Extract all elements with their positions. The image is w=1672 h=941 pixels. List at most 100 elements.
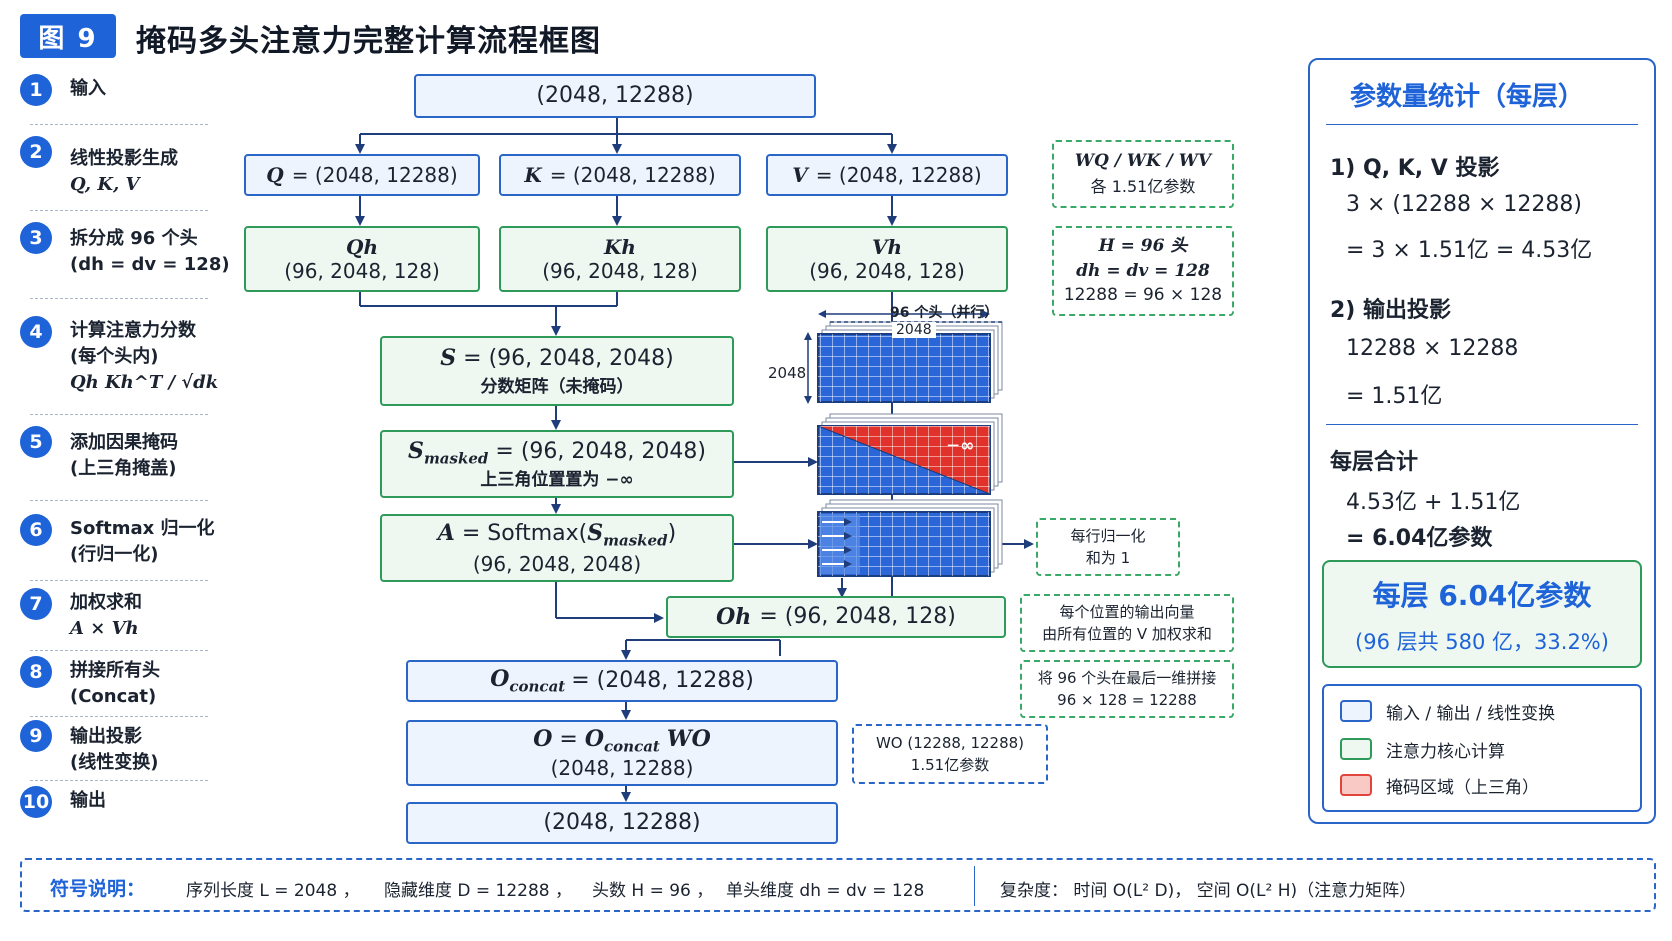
input-box: (2048, 12288) <box>414 74 816 118</box>
weighted-sum-line2: 由所有位置的 V 加权求和 <box>1042 625 1212 643</box>
per-layer-total-formula: 4.53亿 + 1.51亿 <box>1346 490 1521 515</box>
step-2-line2: Q, K, V <box>70 174 140 195</box>
complexity-note: 复杂度： 时间 O(L² D)， 空间 O(L² H)（注意力矩阵） <box>1000 881 1417 901</box>
vh-box: Vh (96, 2048, 128) <box>766 226 1008 292</box>
s-symbol: S <box>440 345 457 372</box>
a-symbol: A <box>437 520 455 547</box>
step-divider <box>30 716 208 717</box>
step-5-label: 添加因果掩码 (上三角掩盖) <box>70 430 178 482</box>
matrix-cols-label: 2048 <box>892 322 936 338</box>
qkv-weights-line2: 各 1.51亿参数 <box>1090 176 1196 196</box>
step-7-label: 加权求和 A × Vh <box>70 590 142 642</box>
step-divider <box>30 500 208 501</box>
figure-title: 掩码多头注意力完整计算流程框图 <box>136 24 601 59</box>
legend-label-io: 输入 / 输出 / 线性变换 <box>1386 704 1556 724</box>
concat-line1: 将 96 个头在最后一维拼接 <box>1037 668 1217 687</box>
step-2-label: 线性投影生成 Q, K, V <box>70 146 178 198</box>
a-close: ) <box>667 521 677 547</box>
smasked-description: 上三角位置置为 −∞ <box>480 469 634 490</box>
legend <box>1322 684 1642 812</box>
v-shape: = (2048, 12288) <box>815 163 982 187</box>
step-9-line1: 输出投影 <box>70 726 142 747</box>
heads-config-note: H = 96 头 dh = dv = 128 12288 = 96 × 128 <box>1052 226 1234 316</box>
smasked-subscript: masked <box>423 449 489 468</box>
output-shape: (2048, 12288) <box>543 809 701 835</box>
step-1-label: 输入 <box>70 78 106 99</box>
heads-config-line2: dh = dv = 128 <box>1076 260 1210 281</box>
s-description: 分数矩阵（未掩码） <box>480 376 634 397</box>
step-divider <box>30 210 208 211</box>
score-matrix-box: S = (96, 2048, 2048) 分数矩阵（未掩码） <box>380 336 734 406</box>
heads-config-line3: 12288 = 96 × 128 <box>1063 285 1223 306</box>
oh-symbol: Oh <box>716 603 752 630</box>
vh-symbol: Vh <box>871 235 903 259</box>
notation-seq-length: 序列长度 L = 2048 ， <box>186 881 360 901</box>
step-6-line2: (行归一化) <box>70 544 159 565</box>
step-7-line2: A × Vh <box>70 618 139 639</box>
parameter-stats-title: 参数量统计（每层） <box>1350 82 1585 112</box>
q-box: Q = (2048, 12288) <box>244 154 480 196</box>
notation-bar <box>20 858 1656 912</box>
input-shape: (2048, 12288) <box>536 82 694 108</box>
oconcat-symbol: O <box>490 666 510 693</box>
q-symbol: Q <box>266 163 284 187</box>
step-3-number: 3 <box>20 222 52 254</box>
step-divider <box>30 650 208 651</box>
notation-head-dim: 单头维度 dh = dv = 128 <box>726 881 925 901</box>
smasked-shape: = (96, 2048, 2048) <box>495 439 706 465</box>
qkv-projection-title: 1) Q, K, V 投影 <box>1330 156 1500 181</box>
row-normalize-line2: 和为 1 <box>1085 549 1131 567</box>
legend-swatch-blue <box>1340 700 1372 722</box>
step-2-number: 2 <box>20 136 52 168</box>
concat-line2: 96 × 128 = 12288 <box>1057 691 1197 709</box>
total-highlight-box <box>1322 560 1642 668</box>
wo-weights-line1: WO (12288, 12288) <box>875 733 1025 752</box>
oconcat-subscript: concat <box>509 677 566 696</box>
step-6-label: Softmax 归一化 (行归一化) <box>70 516 215 568</box>
wo-weights-line2: 1.51亿参数 <box>910 756 990 774</box>
concat-note: 将 96 个头在最后一维拼接 96 × 128 = 12288 <box>1020 660 1234 718</box>
oh-shape: = (96, 2048, 128) <box>759 603 956 629</box>
a-arg-symbol: S <box>587 520 604 547</box>
step-4-label: 计算注意力分数 (每个头内) Qh Kh^T / √dk <box>70 318 218 396</box>
panel-divider <box>1326 124 1638 125</box>
step-5-line2: (上三角掩盖) <box>70 458 177 479</box>
a-arg-subscript: masked <box>603 531 668 550</box>
kh-symbol: Kh <box>604 235 636 259</box>
step-8-line2: (Concat) <box>70 686 157 707</box>
masked-score-box: Smasked = (96, 2048, 2048) 上三角位置置为 −∞ <box>380 430 734 498</box>
notation-hidden-dim: 隐藏维度 D = 12288 ， <box>384 881 573 901</box>
kh-box: Kh (96, 2048, 128) <box>499 226 741 292</box>
step-9-label: 输出投影 (线性变换) <box>70 724 158 776</box>
notation-num-heads: 头数 H = 96 ， <box>592 881 714 901</box>
oconcat-box: Oconcat = (2048, 12288) <box>406 660 838 702</box>
panel-divider <box>1326 424 1638 425</box>
heads-config-line1: H = 96 头 <box>1098 236 1188 257</box>
step-divider <box>30 414 208 415</box>
oh-box: Oh = (96, 2048, 128) <box>666 596 1006 638</box>
step-9-number: 9 <box>20 720 52 752</box>
step-8-label: 拼接所有头 (Concat) <box>70 658 160 710</box>
score-matrix-illustration <box>817 333 991 403</box>
step-1-number: 1 <box>20 74 52 106</box>
legend-label-attention: 注意力核心计算 <box>1386 742 1505 762</box>
step-4-line3: Qh Kh^T / √dk <box>70 372 219 393</box>
o-rhs-symbol: O <box>584 726 605 753</box>
step-8-line1: 拼接所有头 <box>70 660 160 681</box>
o-shape: (2048, 12288) <box>550 755 694 780</box>
wo-weights-note: WO (12288, 12288) 1.51亿参数 <box>852 724 1048 784</box>
v-box: V = (2048, 12288) <box>766 154 1008 196</box>
qh-box: Qh (96, 2048, 128) <box>244 226 480 292</box>
q-shape: = (2048, 12288) <box>291 163 458 187</box>
output-projection-box: O = Oconcat WO (2048, 12288) <box>406 720 838 786</box>
per-layer-total-result: = 6.04亿参数 <box>1346 526 1493 551</box>
kh-shape: (96, 2048, 128) <box>542 259 698 283</box>
o-weight-symbol: WO <box>666 726 711 753</box>
step-5-line1: 添加因果掩码 <box>70 432 178 453</box>
weighted-sum-line1: 每个位置的输出向量 <box>1059 602 1195 621</box>
output-projection-result: = 1.51亿 <box>1346 384 1443 409</box>
step-divider <box>30 124 208 125</box>
qkv-projection-result: = 3 × 1.51亿 = 4.53亿 <box>1346 238 1593 263</box>
output-projection-title: 2) 输出投影 <box>1330 298 1452 323</box>
step-3-line1: 拆分成 96 个头 <box>70 228 198 249</box>
